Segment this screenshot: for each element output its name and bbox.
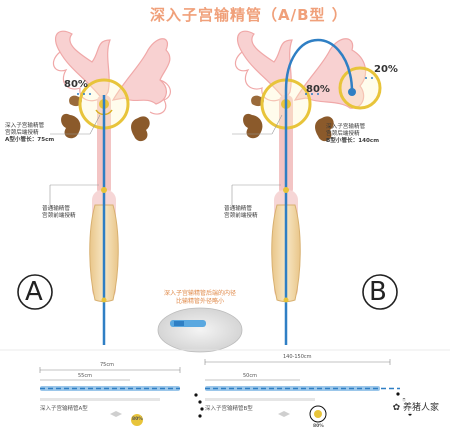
panel-a-badge (17, 274, 53, 310)
panel-a-letter: A (25, 277, 43, 307)
center-note: 深入子宫输精管后端的内径 比输精管外径略小 (140, 290, 260, 306)
ruler-a-badge: 80% (132, 417, 143, 422)
ruler-a-top-label: 75cm (100, 362, 114, 368)
panel-b-letter: B (369, 277, 387, 307)
center-note-line2: 比输精管外径略小 (175, 298, 224, 305)
panel-b-lower-note: 普通输精管 宫颈前端授精 (224, 206, 258, 220)
panel-b-badge (362, 274, 398, 310)
panel-a-percent: 80% (64, 79, 88, 90)
panel-b-lower-note-line1: 普通输精管 (224, 206, 252, 212)
ruler-a-inner-label: 55cm (78, 373, 92, 379)
ruler-b (204, 359, 412, 423)
panel-a-note-line2: 宫颈后端授精 (5, 130, 39, 136)
panel-a-note: 深入子宫输精管 宫颈后端授精 A型小管长：75cm (5, 123, 54, 144)
panel-b-note-line2: 宫颈后端授精 (326, 131, 360, 137)
ruler-b-top-label: 140-150cm (283, 354, 312, 360)
panel-b-percent-mid: 80% (306, 84, 330, 95)
page-title: 深入子宫输精管（A/B型 ） (150, 6, 348, 24)
ruler-a (39, 367, 204, 426)
center-note-line1: 深入子宫输精管后端的内径 (163, 290, 236, 297)
panel-a-note-line1: 深入子宫输精管 (5, 123, 45, 129)
watermark-text: 养猪人家 (402, 403, 439, 413)
ruler-b-caption: 深入子宫输精管B型 (205, 406, 253, 412)
panel-b-note-line1: 深入子宫输精管 (326, 124, 366, 130)
cap-closeup (157, 307, 243, 353)
panel-b-lower-note-line2: 宫颈前端授精 (224, 213, 258, 219)
ruler-b-badge: 80% (313, 424, 324, 429)
panel-b-note-line3: B型小管长：140cm (326, 138, 380, 144)
panel-a-note-line3: A型小管长：75cm (5, 137, 55, 143)
panel-a-catheter (49, 93, 119, 345)
panel-a-lower-note-line2: 宫颈前端授精 (42, 213, 76, 219)
panel-a-lower-note-line1: 普通输精管 (42, 206, 70, 212)
panel-b-note: 深入子宫输精管 宫颈后端授精 B型小管长：140cm (326, 124, 379, 145)
wechat-icon: ✿ (392, 403, 401, 413)
ruler-b-inner-label: 50cm (243, 373, 257, 379)
panel-a-lower-note: 普通输精管 宫颈前端授精 (42, 206, 76, 220)
watermark: ✿ 养猪人家 (389, 399, 442, 414)
panel-b-percent-top: 20% (374, 64, 398, 75)
panel-b-catheter (231, 38, 373, 345)
ruler-a-caption: 深入子宫输精管A型 (40, 406, 88, 412)
